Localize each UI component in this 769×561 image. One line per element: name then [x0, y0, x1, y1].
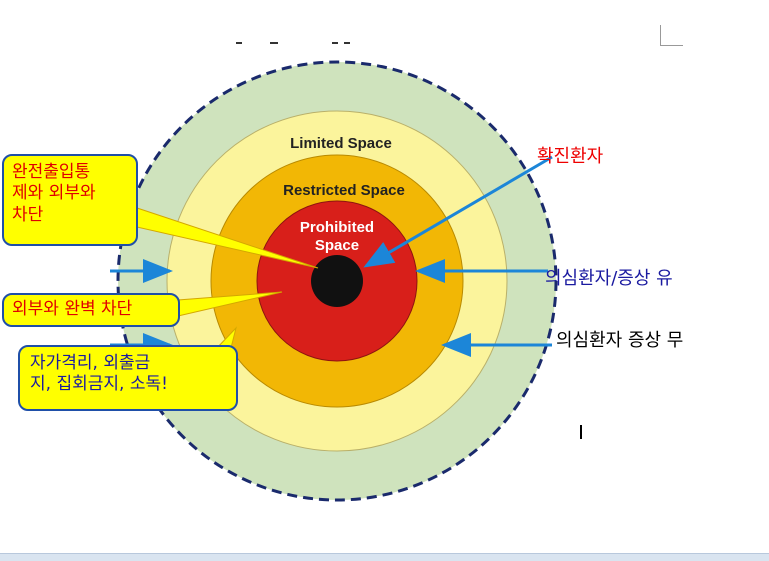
page-corner-marker	[660, 25, 683, 46]
label-suspected-with-symptoms: 의심환자/증상 유	[545, 268, 673, 289]
callout-full-access-control: 완전출입통 제와 외부와 차단	[2, 154, 138, 246]
label-suspected-no-symptoms: 의심환자 증상 무	[556, 330, 684, 351]
status-bar	[0, 553, 769, 561]
arrow-confirmed-icon	[363, 155, 553, 268]
limited-space-label: Limited Space	[290, 135, 392, 152]
text-cursor[interactable]	[580, 425, 582, 439]
core-dot	[311, 255, 363, 307]
prohibited-label-line1: Prohibited	[300, 219, 374, 236]
restricted-space-label: Restricted Space	[283, 182, 405, 199]
label-confirmed-patient: 확진환자	[537, 146, 604, 167]
callout-self-quarantine: 자가격리, 외출금 지, 집회금지, 소독!	[18, 345, 238, 411]
clipped-text-fragment	[236, 42, 356, 48]
outer-dashed-boundary	[116, 60, 558, 502]
callout-complete-block: 외부와 완벽 차단	[2, 293, 180, 327]
prohibited-label-line2: Space	[315, 237, 359, 254]
